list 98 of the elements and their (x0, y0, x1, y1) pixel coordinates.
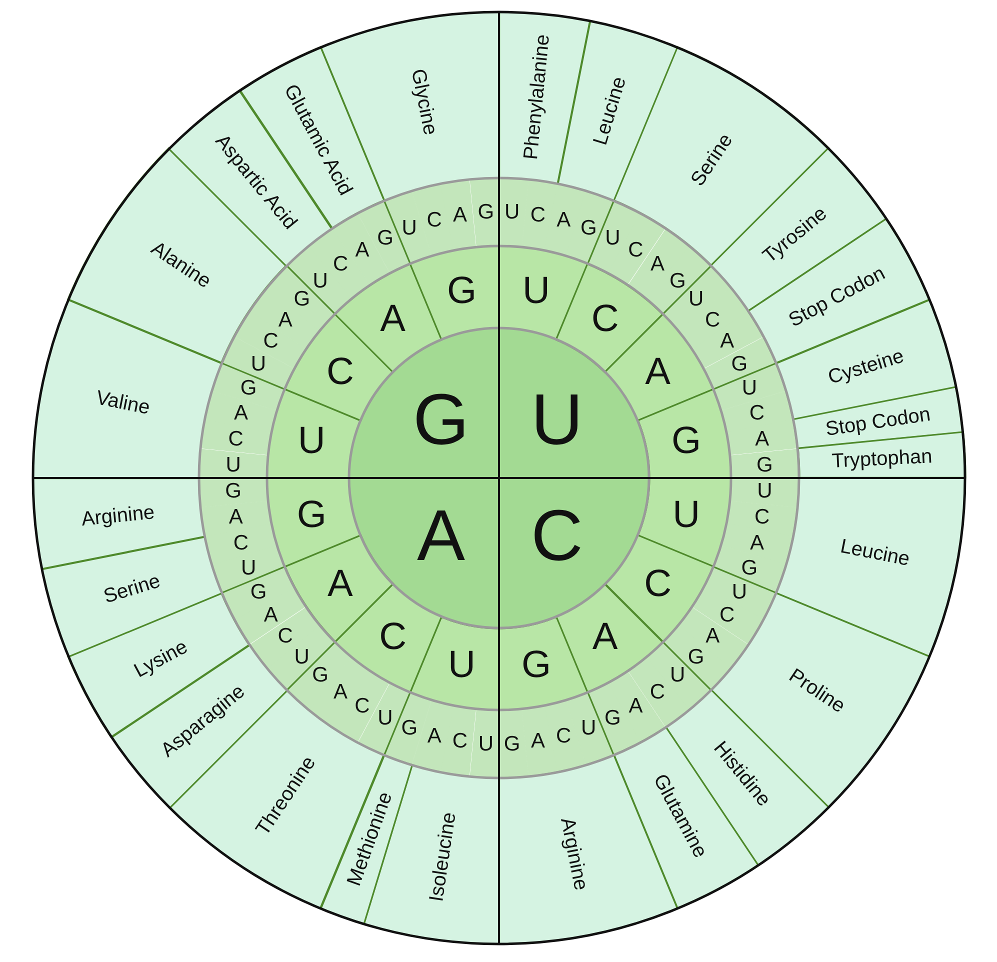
base-letter: G (521, 646, 552, 684)
base-letter: U (478, 733, 494, 754)
base-letter: G (688, 646, 704, 668)
base-letter: C (530, 204, 546, 226)
amino-acid-label: Lysine (131, 636, 192, 681)
base-letter: U (688, 288, 704, 310)
amino-acid-label: Cysteine (825, 346, 906, 388)
base-letter: A (355, 239, 370, 260)
amino-acid-label: Stop Codon (785, 264, 888, 332)
base-letter: U (312, 270, 328, 292)
base-letter: A (650, 254, 664, 275)
base-letter: U (670, 664, 686, 686)
base-letter: A (556, 209, 571, 230)
amino-acid-label: Stop Codon (824, 404, 932, 440)
base-letter: A (706, 626, 720, 647)
base-letter: A (645, 352, 670, 391)
base-letter: U (378, 708, 393, 729)
base-letter: G (240, 378, 257, 399)
base-letter: U (757, 480, 772, 502)
base-letter: C (705, 309, 720, 330)
base-letter: G (580, 217, 597, 238)
base-letter: C (426, 209, 442, 230)
base-letter: U (448, 646, 476, 684)
base-letter: A (755, 428, 770, 450)
base-letter: U (298, 422, 326, 460)
base-letter: U (294, 646, 310, 668)
base-letter: A (278, 309, 292, 330)
base-letter: U (402, 217, 417, 238)
base-letter: G (377, 227, 394, 248)
base-letter: C (379, 618, 407, 656)
base-letter: C (749, 402, 765, 424)
amino-acid-label: Leucine (838, 536, 911, 570)
base-letter: C (354, 696, 370, 717)
base-letter: A (531, 730, 546, 752)
base-letter: G (504, 733, 520, 754)
amino-acid-label: Valine (94, 388, 152, 418)
base-letter: G (741, 557, 758, 578)
base-letter: G (296, 496, 326, 534)
base-letter: C (556, 726, 572, 747)
base-letter: A (427, 726, 442, 747)
base-letter: G (413, 384, 470, 456)
base-letter: G (478, 202, 494, 223)
base-letter: C (720, 604, 735, 626)
base-letter: U (226, 454, 241, 476)
base-letter: C (644, 565, 672, 604)
base-letter: A (334, 681, 348, 702)
base-letter: A (328, 565, 353, 604)
amino-acid-label: Isoleucine (426, 810, 460, 903)
base-letter: U (672, 496, 700, 534)
base-letter: A (750, 532, 764, 554)
base-letter: A (234, 402, 248, 424)
base-letter: G (312, 664, 329, 686)
base-letter: G (731, 354, 748, 375)
base-letter: G (756, 454, 773, 476)
base-letter: U (732, 581, 748, 602)
base-letter: G (294, 288, 310, 310)
base-letter: G (604, 708, 621, 729)
base-letter: C (228, 428, 244, 450)
base-letter: A (592, 618, 618, 656)
amino-acid-label: Arginine (556, 816, 591, 892)
base-letter: U (522, 272, 550, 310)
base-letter: U (530, 384, 583, 456)
base-letter: U (605, 227, 620, 248)
base-letter: C (591, 300, 619, 338)
base-letter: G (672, 422, 702, 460)
base-letter: A (417, 500, 466, 572)
base-letter: G (401, 718, 418, 739)
base-letter: A (628, 696, 643, 717)
amino-acid-label: Leucine (590, 75, 630, 148)
base-letter: A (720, 330, 734, 352)
base-letter: G (225, 480, 242, 502)
base-letter: A (228, 506, 243, 528)
amino-acid-label: Phenylalanine (520, 33, 553, 160)
base-letter: C (326, 352, 354, 391)
amino-acid-label: Serine (102, 571, 164, 608)
base-letter: A (264, 604, 278, 626)
base-letter: U (742, 378, 758, 399)
base-letter: C (278, 626, 293, 647)
base-letter: G (250, 581, 267, 602)
base-letter: C (628, 239, 644, 260)
base-letter: C (233, 532, 249, 554)
base-letter: C (754, 506, 770, 528)
base-letter: U (240, 557, 256, 578)
amino-acid-label: Tryptophan (830, 446, 932, 472)
base-letter: C (452, 730, 468, 752)
base-letter: U (504, 202, 520, 223)
amino-acid-label: Arginine (80, 502, 156, 530)
base-letter: C (263, 330, 278, 352)
base-letter: G (669, 270, 686, 292)
base-letter: C (650, 681, 666, 702)
base-letter: U (250, 354, 266, 375)
base-letter: A (452, 204, 467, 226)
amino-acid-label: Glycine (408, 68, 441, 137)
base-letter: C (530, 500, 583, 572)
base-letter: U (581, 718, 596, 739)
base-letter: C (332, 254, 348, 275)
base-letter: A (380, 300, 406, 338)
base-letter: G (446, 272, 476, 310)
